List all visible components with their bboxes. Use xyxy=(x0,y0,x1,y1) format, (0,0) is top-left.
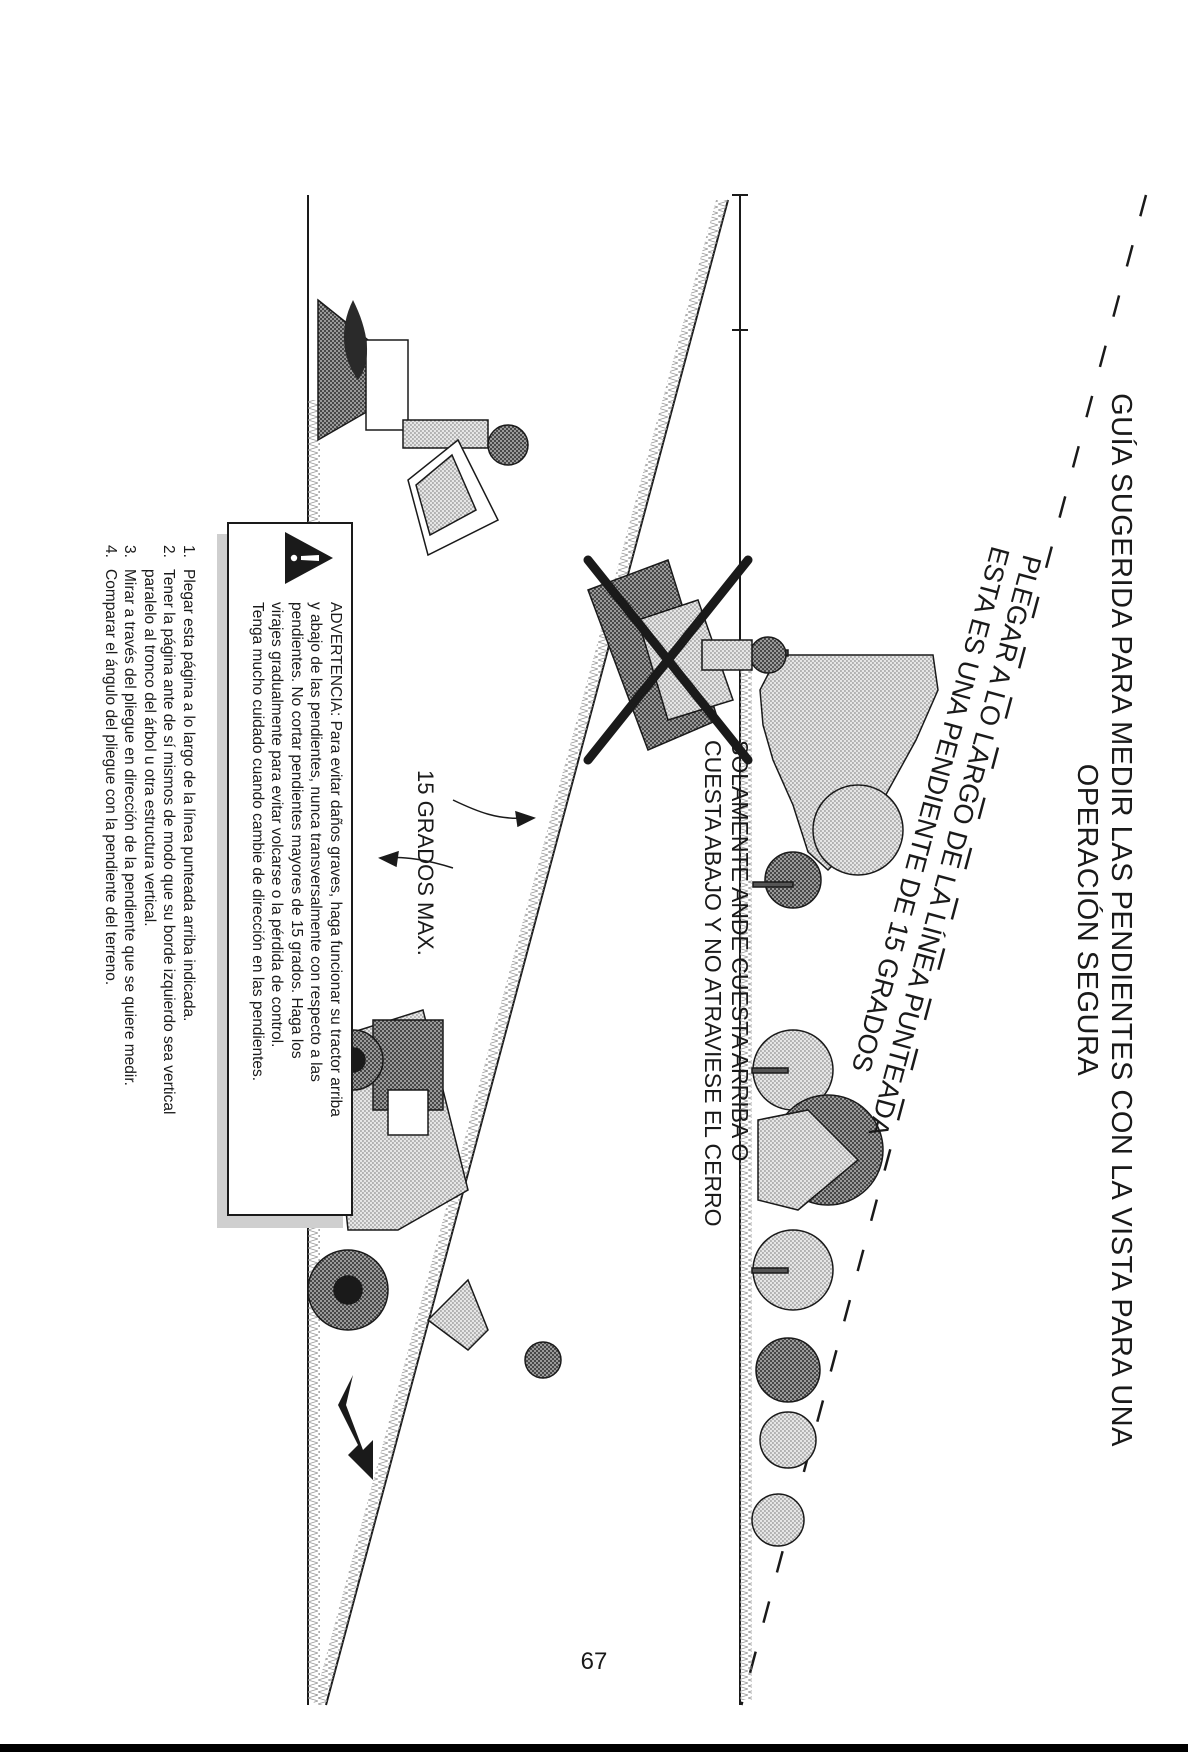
step-item-continuation: paralelo al tronco del árbol u otra estr… xyxy=(140,545,160,1114)
step-number: 2. xyxy=(160,545,178,558)
step-number: 1. xyxy=(180,545,197,558)
step-item: 4. Comparar el ángulo del pliegue con la … xyxy=(101,545,121,1114)
step-text: Comparar el ángulo del pliegue con la pe… xyxy=(102,569,119,986)
page-title-line-2: OPERACIÓN SEGURA xyxy=(1071,763,1103,1077)
step-number: 3. xyxy=(121,545,139,558)
bottom-border-rule xyxy=(0,1744,1188,1752)
warning-line: virajes gradualmente para evitar volcars… xyxy=(268,602,286,1048)
warning-line: ADVERTENCIA: Para evitar daños graves, h… xyxy=(327,602,344,1117)
caution-line-1: SOLAMENTE ANDE CUESTA ARRIBA O xyxy=(727,740,753,1162)
page-title: GUÍA SUGERIDA PARA MEDIR LAS PENDIENTES … xyxy=(1070,210,1138,1630)
step-text: Mirar a través del pliegue en dirección … xyxy=(121,569,139,1086)
warning-line: Tenga mucho cuidado cuando cambie de dir… xyxy=(249,602,266,1082)
instruction-steps: 1. Plegar esta página a lo largo de la lí… xyxy=(101,545,199,1114)
step-item: 2. Tener la página ante de sí mismos de m… xyxy=(159,545,179,1114)
step-number: 4. xyxy=(102,545,119,558)
step-item: 1. Plegar esta página a lo largo de la lí… xyxy=(179,545,199,1114)
angle-label: 15 GRADOS MAX. xyxy=(413,770,438,956)
caution-line-2: CUESTA ABAJO Y NO ATRAVIESE EL CERRO xyxy=(700,740,726,1227)
warning-text: ADVERTENCIA: Para evitar daños graves, h… xyxy=(248,602,346,1206)
angle-arrows xyxy=(378,799,536,869)
step-text: paralelo al tronco del árbol u otra estr… xyxy=(141,569,158,927)
page-number: 67 xyxy=(580,1648,608,1675)
direction-arrow-icon xyxy=(338,1375,373,1480)
warning-box: ADVERTENCIA: Para evitar daños graves, h… xyxy=(227,522,353,1216)
page-title-line-1: GUÍA SUGERIDA PARA MEDIR LAS PENDIENTES … xyxy=(1105,393,1137,1447)
prohibited-x-icon xyxy=(583,555,753,765)
trees-row xyxy=(751,649,939,1547)
warning-line: y abajo de las pendientes, nunca transve… xyxy=(307,602,325,1082)
warning-line: pendientes. No cortar pendientes mayores… xyxy=(288,602,305,1059)
step-text: Plegar esta página a lo largo de la líne… xyxy=(180,569,197,1022)
step-item: 3. Mirar a través del pliegue en direcció… xyxy=(120,545,140,1114)
step-text: Tener la página ante de sí mismos de mod… xyxy=(160,569,178,1115)
warning-triangle-icon xyxy=(285,532,333,584)
caution-label: SOLAMENTE ANDE CUESTA ARRIBA O CUESTA AB… xyxy=(699,740,753,1227)
